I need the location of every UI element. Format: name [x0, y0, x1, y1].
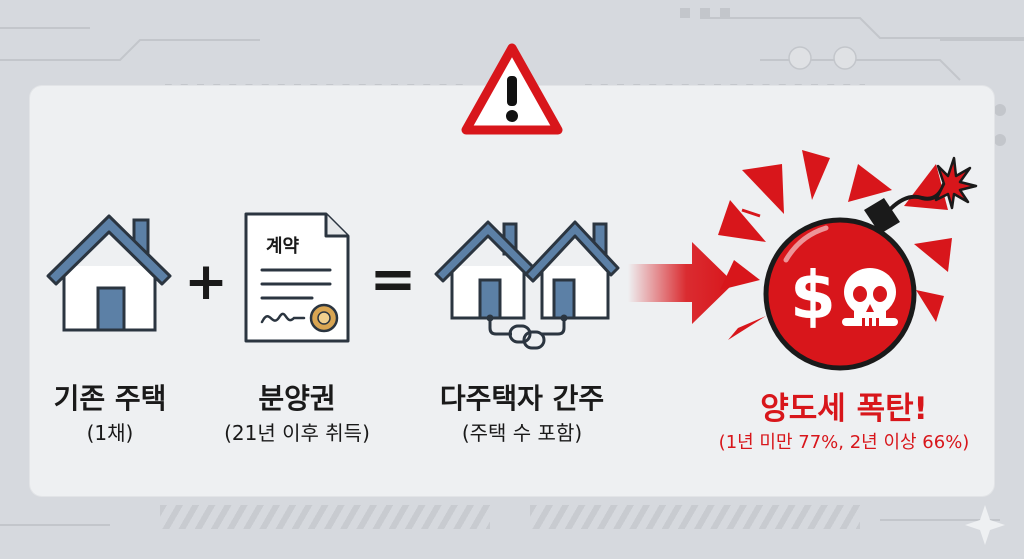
- caption-title: 분양권: [258, 382, 336, 415]
- caption-subtitle: (주택 수 포함): [461, 421, 583, 445]
- warning-triangle-icon: [461, 43, 563, 135]
- seal-icon: [309, 303, 339, 333]
- spark-icon: [934, 156, 978, 210]
- caption-capital-gains-tax: 양도세 폭탄! (1년 미만 77%, 2년 이상 66%): [694, 392, 994, 456]
- equals-operator: =: [369, 247, 417, 312]
- money-bomb-icon: $: [718, 150, 978, 371]
- caption-existing-house: 기존 주택 (1채): [10, 382, 210, 446]
- chain-link-icon: [488, 318, 566, 350]
- arrow-right-icon: [628, 242, 734, 324]
- signature-icon: [260, 312, 306, 324]
- caption-title: 양도세 폭탄!: [760, 391, 928, 427]
- caption-title: 다주택자 간주: [439, 382, 605, 415]
- house-icon: [46, 214, 172, 332]
- contract-label: 계약: [266, 235, 300, 257]
- linked-houses-icon: [434, 220, 620, 350]
- contract-document-icon: 계약: [244, 212, 350, 343]
- caption-subtitle: (1채): [86, 421, 134, 445]
- caption-multi-homeowner: 다주택자 간주 (주택 수 포함): [422, 382, 622, 446]
- caption-presale-right: 분양권 (21년 이후 취득): [197, 382, 397, 446]
- caption-subtitle: (21년 이후 취득): [224, 421, 370, 445]
- caption-title: 기존 주택: [53, 382, 167, 415]
- caption-subtitle: (1년 미만 77%, 2년 이상 66%): [718, 432, 970, 453]
- dollar-sign: $: [790, 257, 836, 334]
- sparkle-icon: [965, 505, 1005, 545]
- plus-operator: +: [184, 252, 228, 312]
- background-stripes: [530, 505, 860, 529]
- background-stripes: [160, 505, 490, 529]
